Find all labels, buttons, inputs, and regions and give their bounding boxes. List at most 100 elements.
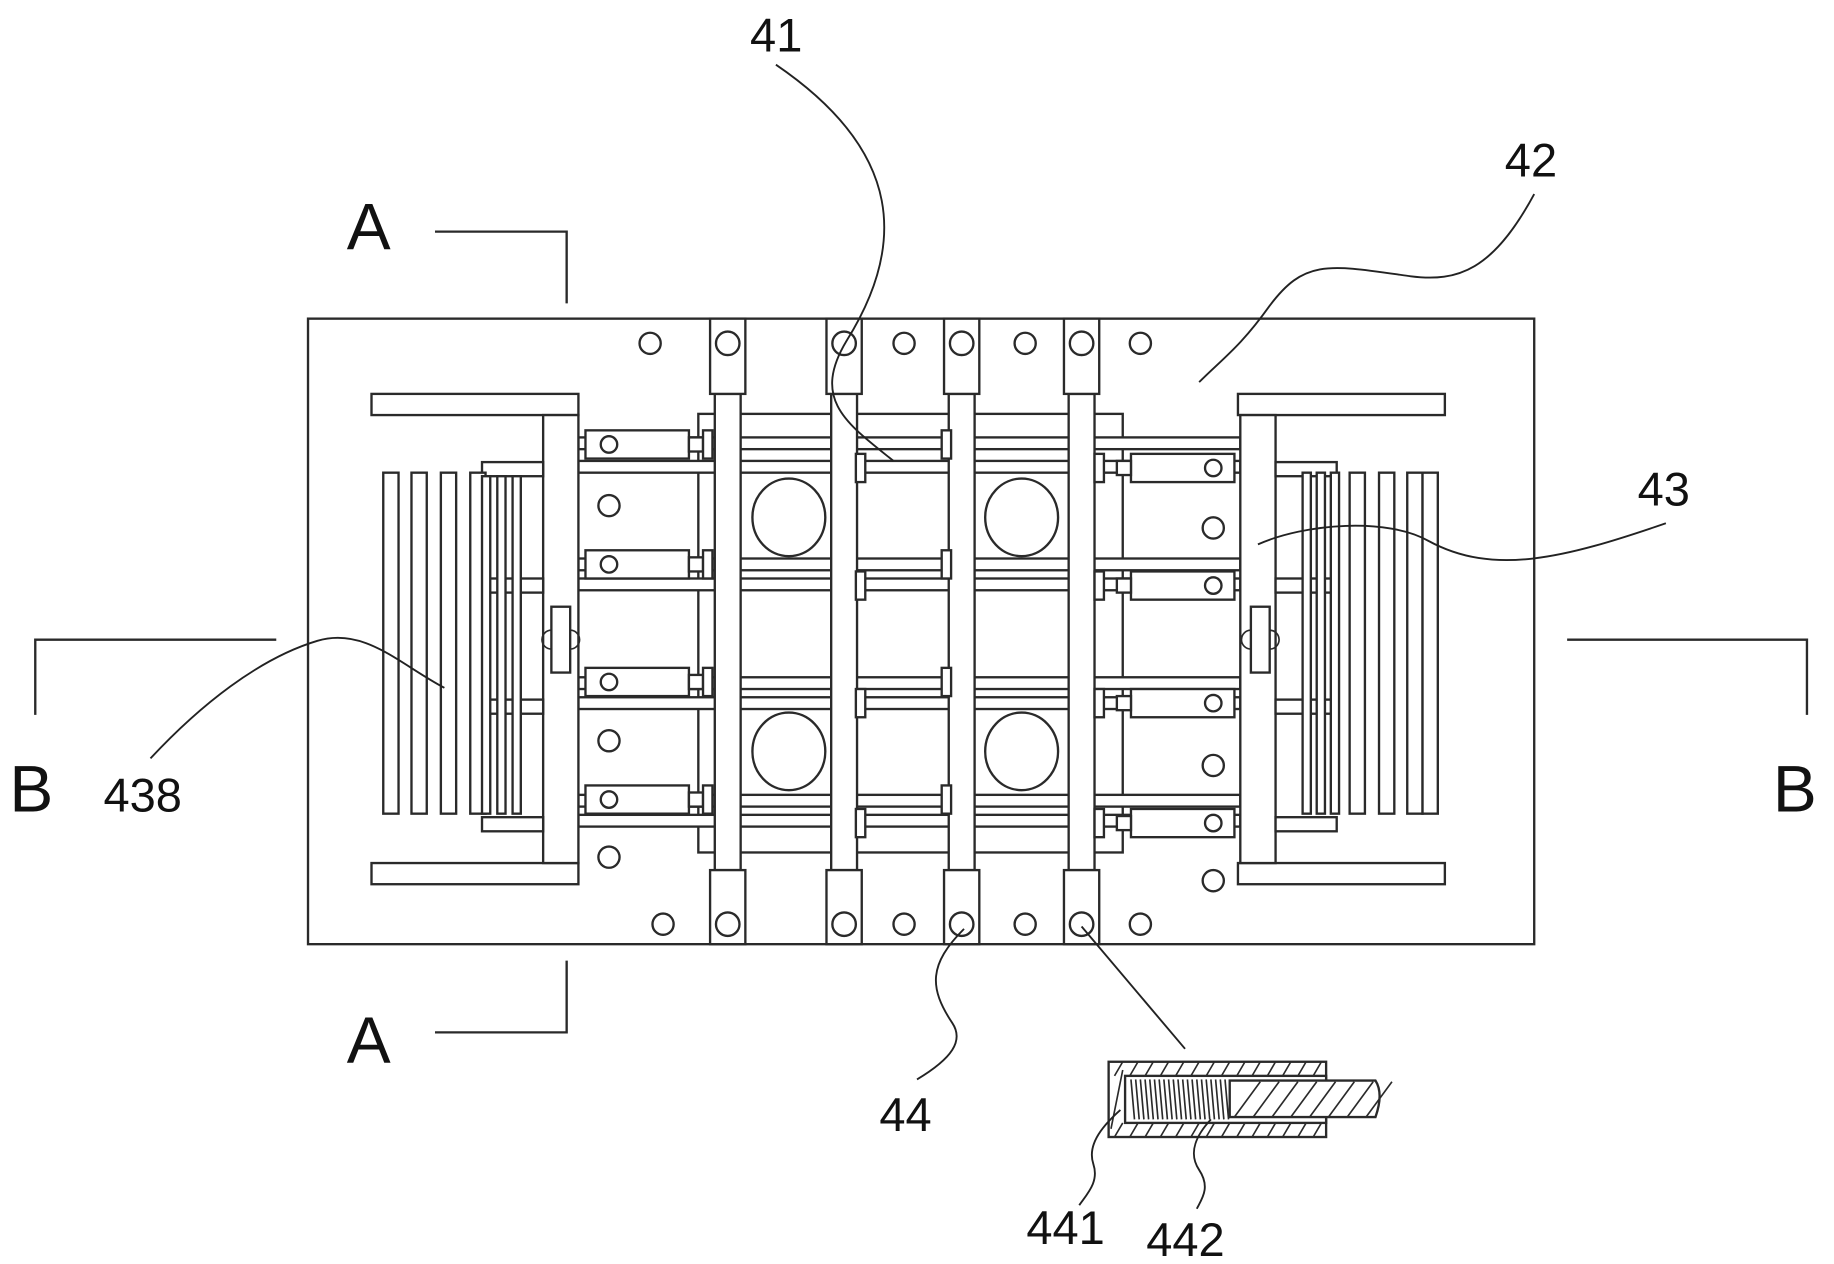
- cylinder-rod: [687, 673, 705, 691]
- post-hole: [1068, 330, 1095, 357]
- leader-44: [916, 928, 965, 1081]
- hatch: [1129, 1061, 1139, 1077]
- mounting-hole: [651, 912, 675, 936]
- post-hole: [948, 911, 975, 938]
- stop-block: [854, 570, 867, 601]
- spring-coil: [1144, 1079, 1150, 1120]
- leader-41: [775, 63, 895, 462]
- spring-coil: [1177, 1079, 1183, 1120]
- hatch: [1236, 1122, 1246, 1138]
- callout-41: 41: [750, 9, 802, 62]
- spring-442: [1130, 1079, 1230, 1120]
- post: [713, 392, 742, 872]
- cylinder-body: [1129, 687, 1236, 719]
- actuator-cylinders: [584, 429, 1236, 839]
- hatch: [1220, 1122, 1231, 1138]
- mounting-hole: [1128, 912, 1153, 936]
- stop-block: [940, 784, 953, 815]
- callout-42: 42: [1505, 133, 1557, 186]
- mounting-hole: [1013, 912, 1037, 936]
- fin-small: [1315, 471, 1327, 815]
- pivot-block: [550, 605, 572, 674]
- cylinder-cap: [1093, 807, 1106, 839]
- leader-442: [1193, 1118, 1212, 1210]
- cylinder-cap: [1093, 687, 1106, 719]
- section-line-b-left: B: [9, 638, 277, 825]
- cooling-fins-left: [382, 471, 522, 815]
- mounting-hole: [1201, 868, 1226, 893]
- spring-coil: [1195, 1079, 1202, 1120]
- left-clamp-assembly: [370, 392, 581, 886]
- post: [947, 392, 976, 872]
- cylinder-hole: [599, 790, 619, 809]
- base-plate: [306, 317, 1536, 946]
- stop-block: [854, 807, 867, 839]
- mounting-hole: [638, 331, 662, 356]
- section-label-a-top: A: [347, 189, 391, 263]
- hatch: [1309, 1081, 1337, 1118]
- post-hole: [714, 911, 741, 938]
- section-line-b-right: B: [1567, 638, 1817, 825]
- hatch: [1251, 1122, 1261, 1138]
- hatch: [1281, 1122, 1292, 1138]
- spring-coil: [1205, 1079, 1211, 1120]
- spring-coil: [1167, 1079, 1173, 1120]
- section-line-a-bottom: A: [347, 960, 568, 1077]
- hatch: [1297, 1122, 1307, 1138]
- mounting-hole: [597, 493, 621, 518]
- hatch: [1271, 1081, 1299, 1118]
- stop-block: [854, 452, 867, 484]
- hatch: [1129, 1122, 1139, 1138]
- hatch: [1205, 1122, 1216, 1138]
- fin: [410, 471, 428, 815]
- spring-coil: [1134, 1079, 1141, 1120]
- horizontal-rails: [577, 436, 1242, 828]
- spring-coil: [1172, 1079, 1178, 1120]
- large-hole: [751, 477, 827, 558]
- hatch: [1233, 1081, 1261, 1118]
- fin-small: [1301, 471, 1313, 815]
- callout-438: 438: [103, 768, 181, 821]
- cylinder-rod: [1115, 814, 1133, 832]
- hatch: [1236, 1061, 1246, 1077]
- cylinder-hole: [1203, 813, 1223, 833]
- cylinder-hole: [599, 554, 619, 574]
- cylinder-cap: [1093, 452, 1106, 484]
- hatch: [1266, 1061, 1277, 1077]
- hatch: [1346, 1081, 1374, 1118]
- stop-block: [940, 549, 953, 580]
- post-hole: [714, 330, 741, 357]
- large-hole: [984, 711, 1060, 792]
- post-hole: [948, 330, 975, 357]
- hatch: [1110, 1069, 1124, 1129]
- hatch: [1174, 1122, 1185, 1138]
- cylinder-hole: [1203, 576, 1223, 595]
- cylinder-rod: [687, 791, 705, 808]
- hatch: [1266, 1122, 1277, 1138]
- stop-block: [854, 687, 867, 719]
- spring-coil: [1214, 1079, 1220, 1120]
- fin: [1406, 471, 1424, 815]
- fin: [1421, 471, 1439, 815]
- mounting-hole: [1201, 516, 1226, 540]
- stop-block: [940, 666, 953, 698]
- cylinder-hole: [599, 672, 619, 692]
- spring-coil: [1153, 1079, 1159, 1120]
- fin-small: [480, 475, 492, 815]
- hatch: [1174, 1061, 1185, 1077]
- hatch: [1144, 1061, 1155, 1077]
- mounting-hole: [597, 845, 621, 869]
- mounting-hole: [892, 331, 916, 356]
- fin-small: [1329, 471, 1341, 815]
- cylinder-cap: [701, 549, 714, 580]
- leader-438: [149, 636, 445, 760]
- spring-coil: [1148, 1079, 1155, 1120]
- spring-coil: [1163, 1079, 1169, 1120]
- hatch: [1220, 1061, 1231, 1077]
- mounting-hole: [1013, 331, 1037, 356]
- stop-block: [940, 429, 953, 460]
- spring-coil: [1130, 1079, 1136, 1120]
- vertical-posts: [708, 317, 1101, 946]
- center-frame: [697, 412, 1124, 854]
